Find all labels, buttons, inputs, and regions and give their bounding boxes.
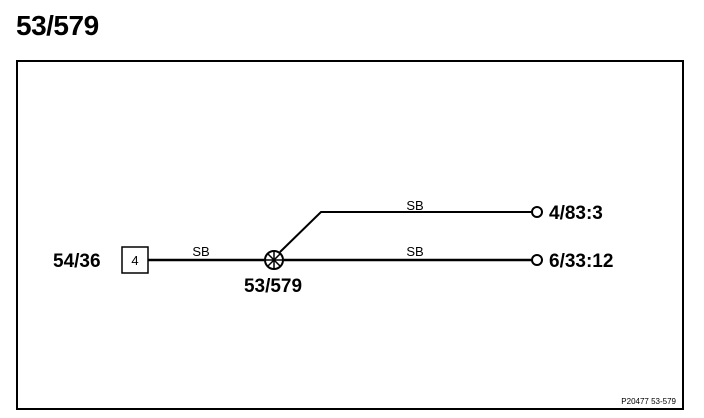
terminal-circle-icon bbox=[531, 254, 543, 266]
terminal-label-upper: 4/83:3 bbox=[549, 203, 603, 224]
wire-splice-to-upper-terminal bbox=[279, 211, 532, 253]
wire-color-label-2: SB bbox=[406, 198, 423, 213]
source-connector-label: 54/36 bbox=[53, 251, 101, 272]
diagram-frame bbox=[16, 60, 684, 410]
splice-symbol-icon bbox=[264, 250, 284, 270]
page-title: 53/579 bbox=[16, 10, 99, 41]
wire-color-label-3: SB bbox=[406, 244, 423, 259]
terminal-label-lower: 6/33:12 bbox=[549, 251, 613, 272]
connector-pin-number: 4 bbox=[131, 253, 138, 268]
splice-label: 53/579 bbox=[244, 276, 302, 297]
wire-color-label-1: SB bbox=[192, 244, 209, 259]
terminal-circle-icon bbox=[531, 206, 543, 218]
figure-reference: P20477 53-579 bbox=[621, 397, 676, 406]
connector-pin-box bbox=[121, 246, 149, 274]
